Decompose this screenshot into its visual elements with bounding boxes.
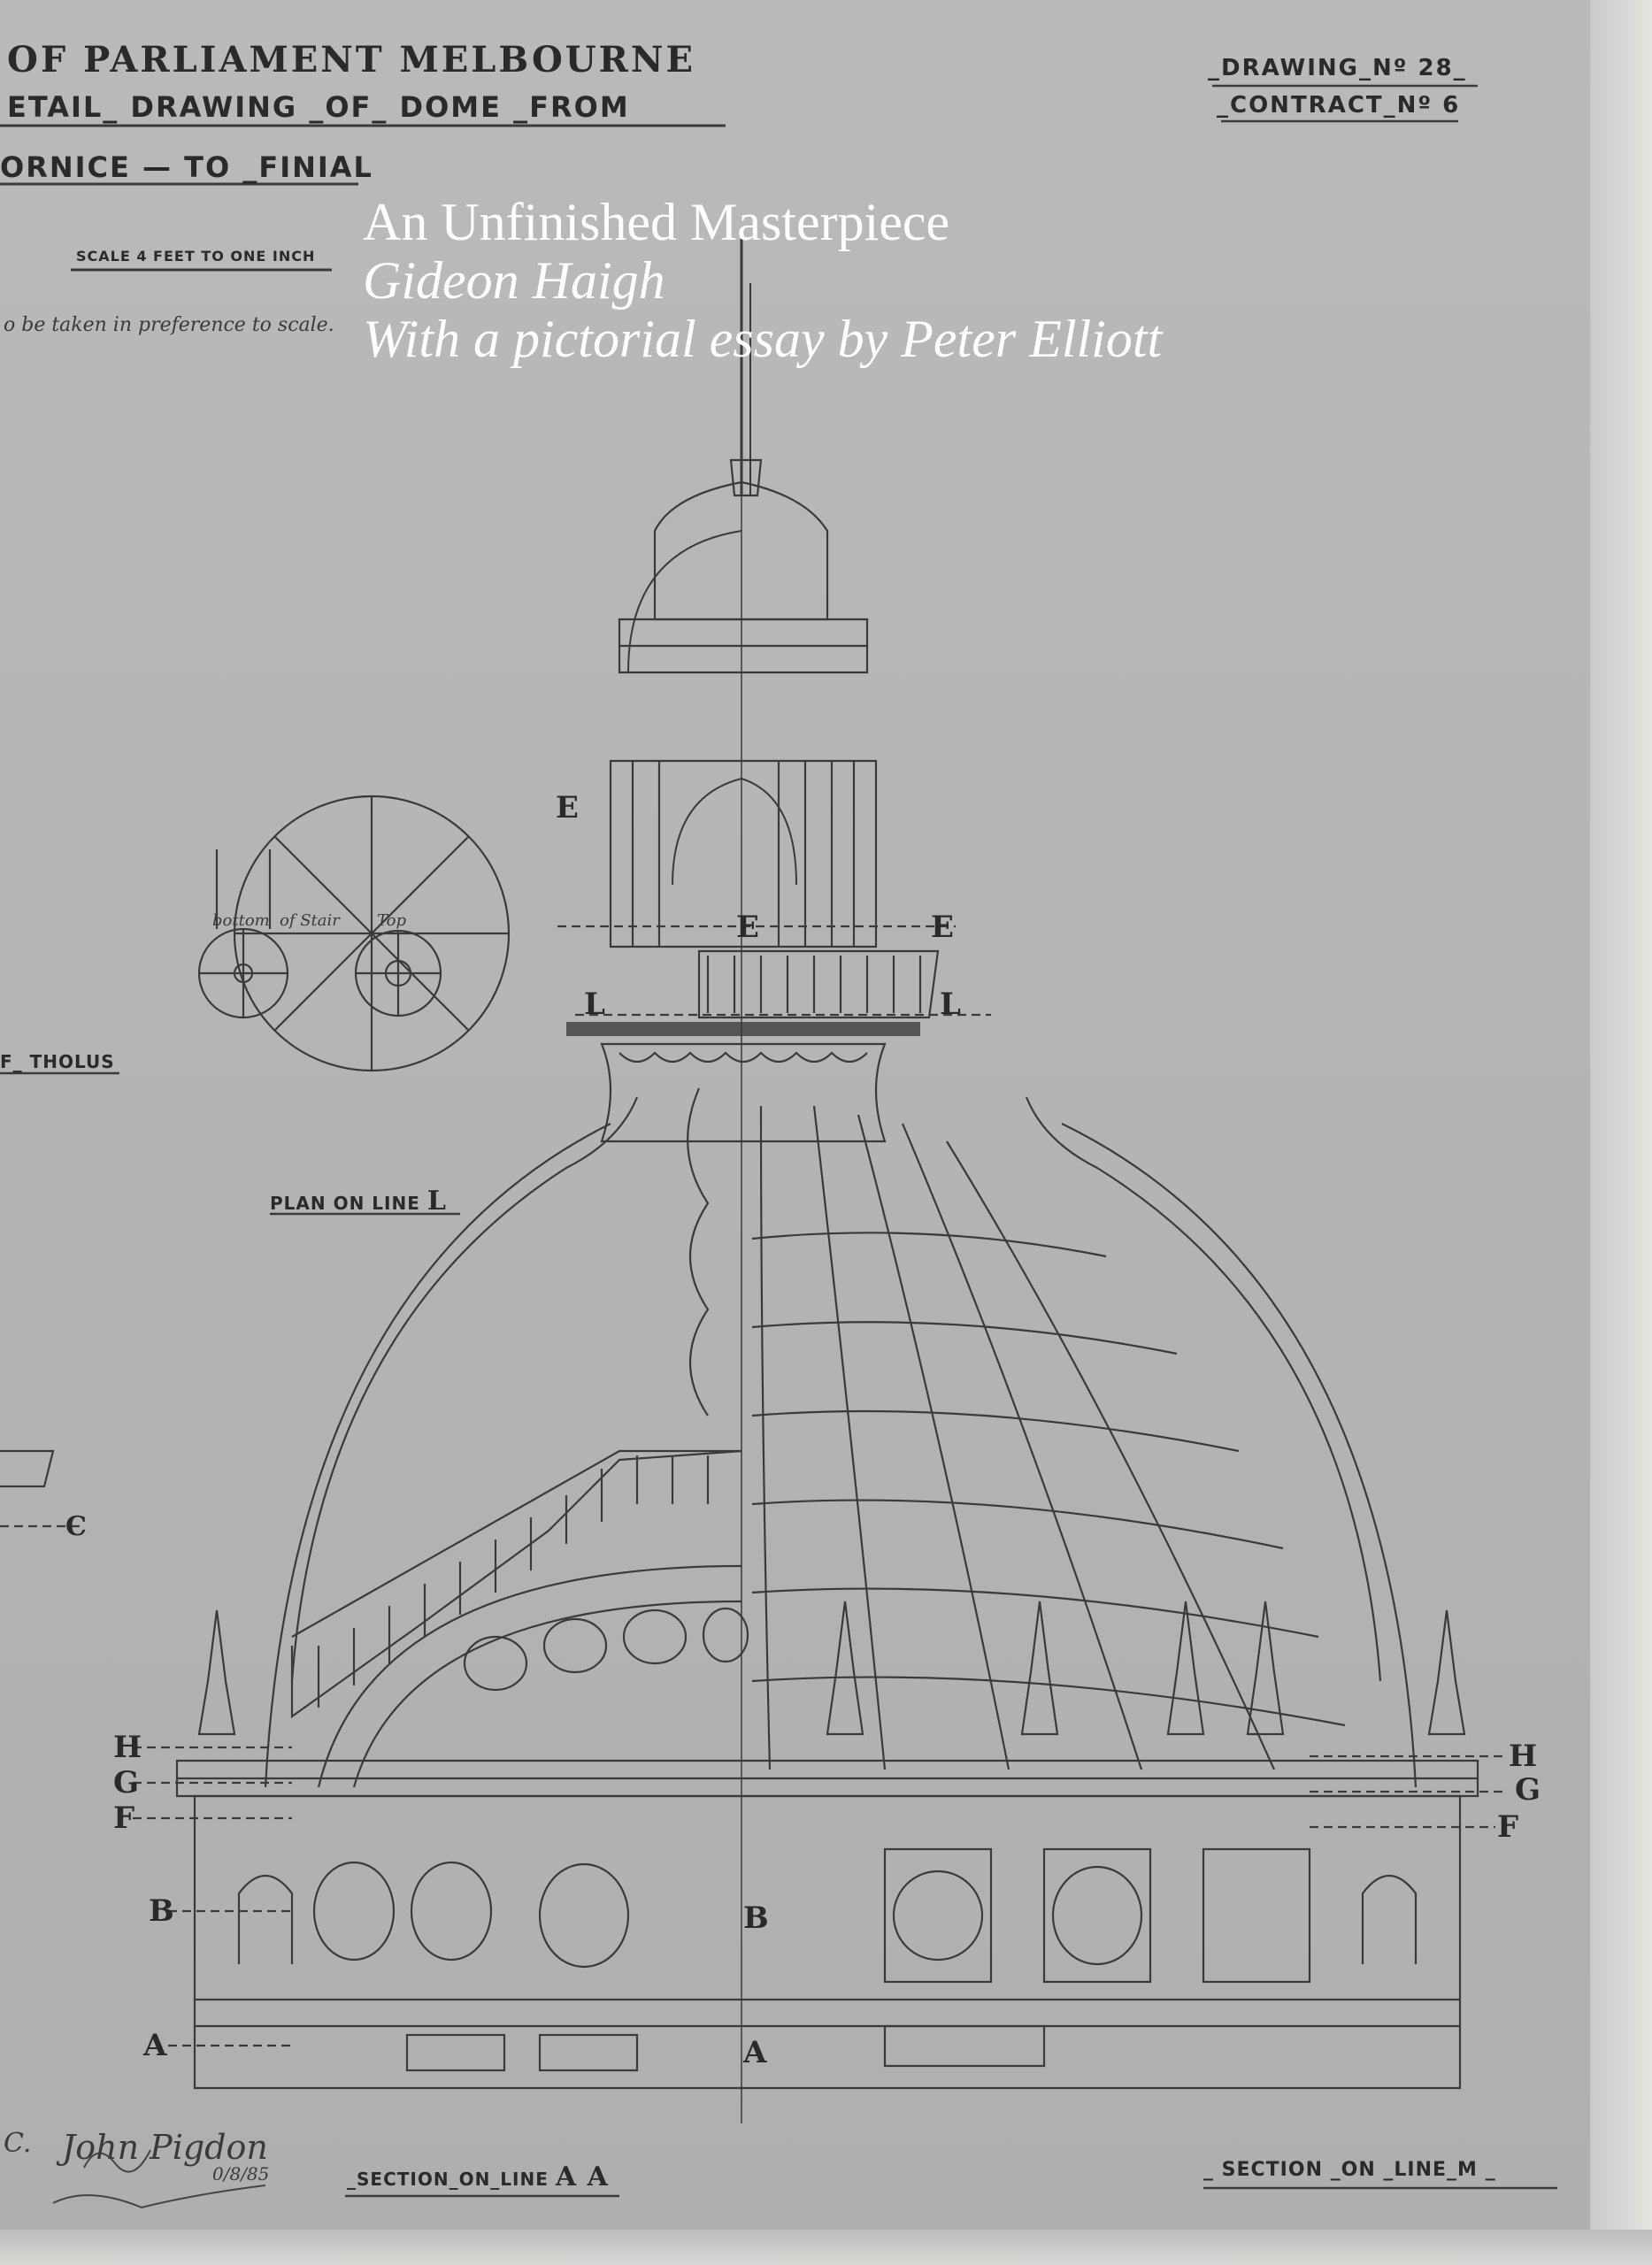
stair-top-label: Top: [377, 911, 406, 930]
page-edge-bottom: [0, 2230, 1652, 2265]
cover-title: An Unfinished Masterpiece: [363, 193, 950, 251]
contract-number: _CONTRACT_Nº 6: [1217, 92, 1461, 119]
ref-letter-l-right: L: [940, 987, 961, 1022]
drawing-number: _DRAWING_Nº 28_: [1208, 55, 1467, 81]
section-aa-letters: A A: [555, 2161, 609, 2192]
section-aa-text: _SECTION_ON_LINE: [347, 2169, 549, 2190]
stair-of-label: of Stair: [280, 911, 340, 930]
cover-title-block: An Unfinished Masterpiece Gideon Haigh W…: [363, 193, 1162, 368]
drawing-header-line2: ETAIL_ DRAWING _OF_ DOME _FROM: [7, 90, 630, 124]
cover-author: Gideon Haigh: [363, 251, 665, 310]
signature-date: 0/8/85: [212, 2163, 270, 2184]
ref-letter-h-left: H: [113, 1730, 142, 1765]
architect-signature: John Pigdon: [62, 2128, 268, 2167]
cover-subtitle: With a pictorial essay by Peter Elliott: [363, 310, 1163, 368]
ref-letter-c-left: C: [65, 1511, 87, 1542]
drawing-header-line1: OF PARLIAMENT MELBOURNE: [7, 39, 695, 81]
section-m-label: _ SECTION _ON _LINE_M _: [1203, 2159, 1496, 2181]
stair-bottom-label: bottom: [212, 911, 270, 930]
tholus-label: F_ THOLUS: [0, 1051, 115, 1072]
plan-on-line-label: PLAN ON LINE L: [270, 1186, 447, 1217]
section-aa-label: _SECTION_ON_LINE A A: [347, 2161, 609, 2192]
ref-letter-g-left: G: [113, 1765, 140, 1800]
drawing-header-line3: ORNICE — TO _FINIAL: [0, 150, 373, 184]
page-edge: [1590, 0, 1652, 2265]
plan-on-line-letter: L: [426, 1186, 447, 1217]
dimension-note: o be taken in preference to scale.: [4, 314, 334, 336]
signature-mark-c: C.: [4, 2128, 32, 2159]
ref-letter-b-left: B: [149, 1893, 174, 1929]
ref-letter-b-mid: B: [743, 1900, 769, 1936]
ref-letter-h-right: H: [1509, 1739, 1538, 1774]
plan-on-line-text: PLAN ON LINE: [270, 1193, 420, 1214]
ref-letter-f-left: F: [113, 1800, 135, 1836]
ref-letter-e-mid: E: [736, 910, 759, 945]
ref-letter-f-right: F: [1497, 1809, 1519, 1845]
ref-letter-l-left: L: [584, 987, 605, 1022]
ref-letter-e-right: E: [931, 910, 954, 945]
ref-letter-a-mid: A: [743, 2035, 767, 2070]
scale-note: SCALE 4 FEET TO ONE INCH: [76, 248, 316, 265]
ref-letter-e-top: E: [556, 790, 579, 825]
ref-letter-g-right: G: [1515, 1772, 1541, 1808]
ref-letter-a-left: A: [143, 2028, 167, 2063]
